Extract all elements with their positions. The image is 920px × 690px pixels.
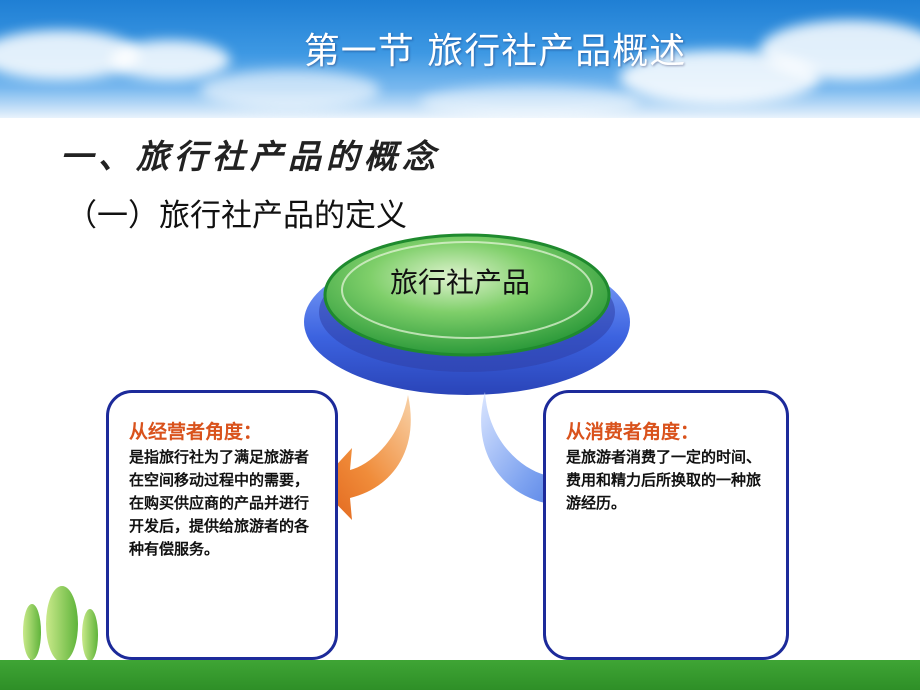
consumer-perspective-box: 从消费者角度： 是旅游者消费了一定的时间、费用和精力后所换取的一种旅游经历。 bbox=[543, 390, 789, 660]
section-heading: 一、旅行社产品的概念 bbox=[60, 137, 440, 176]
trees-decoration bbox=[23, 586, 98, 665]
slide-title: 第一节 旅行社产品概述 bbox=[303, 31, 687, 72]
consumer-perspective-title: 从消费者角度： bbox=[566, 421, 700, 443]
subsection-heading: （一）旅行社产品的定义 bbox=[66, 198, 407, 234]
left-arrow bbox=[318, 395, 411, 520]
grass-footer bbox=[0, 660, 920, 690]
product-ellipse-label: 旅行社产品 bbox=[389, 266, 530, 299]
ellipse-inner bbox=[341, 241, 593, 339]
operator-perspective-text: 是指旅行社为了满足旅游者在空间移动过程中的需要，在购买供应商的产品并进行开发后，… bbox=[129, 448, 310, 558]
consumer-perspective-text: 是旅游者消费了一定的时间、费用和精力后所换取的一种旅游经历。 bbox=[566, 448, 762, 512]
operator-perspective-box: 从经营者角度： 是指旅行社为了满足旅游者在空间移动过程中的需要，在购买供应商的产… bbox=[106, 390, 338, 660]
operator-perspective-title: 从经营者角度： bbox=[129, 421, 263, 443]
sky-header-background bbox=[0, 0, 920, 118]
ellipse-top bbox=[323, 233, 611, 357]
